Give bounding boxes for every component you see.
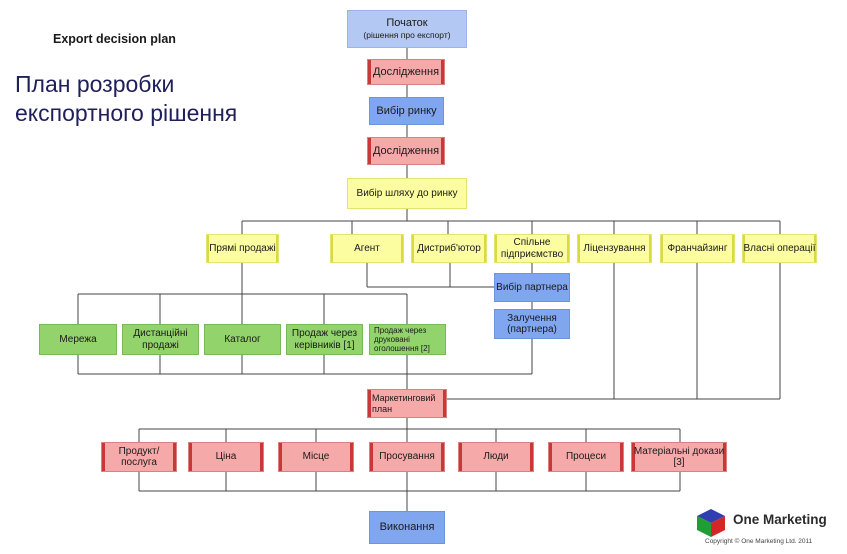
node-franchising: Франчайзинг xyxy=(660,234,735,263)
node-people: Люди xyxy=(458,442,534,472)
node-place: Місце xyxy=(278,442,354,472)
node-product: Продукт/ послуга xyxy=(101,442,177,472)
title-english: Export decision plan xyxy=(53,32,176,46)
logo-text: One Marketing xyxy=(733,512,827,527)
node-price: Ціна xyxy=(188,442,264,472)
node-research-1: Дослідження xyxy=(367,59,445,85)
node-physical-evidence: Матеріальні докази [3] xyxy=(631,442,727,472)
node-partner-choice: Вибір партнера xyxy=(494,273,570,302)
node-start-sublabel: (рішення про експорт) xyxy=(363,30,451,41)
node-market-choice: Вибір ринку xyxy=(369,97,444,125)
node-processes: Процеси xyxy=(548,442,624,472)
node-print-ads-sales: Продаж через друковані оголошення [2] xyxy=(369,324,446,355)
node-promotion: Просування xyxy=(369,442,445,472)
node-entry-path: Вибір шляху до ринку xyxy=(347,178,467,209)
node-managers-sales: Продаж через керівників [1] xyxy=(286,324,363,355)
node-partner-engagement: Залучення (партнера) xyxy=(494,309,570,339)
node-network: Мережа xyxy=(39,324,117,355)
node-own-operations: Власні операції xyxy=(742,234,817,263)
node-distributor: Дистриб'ютор xyxy=(411,234,487,263)
node-catalog: Каталог xyxy=(204,324,281,355)
rgb-cube-logo-icon xyxy=(697,509,725,537)
node-licensing: Ліцензування xyxy=(577,234,652,263)
node-agent: Агент xyxy=(330,234,404,263)
node-start: Початок (рішення про експорт) xyxy=(347,10,467,48)
node-execution: Виконання xyxy=(369,511,445,544)
node-start-label: Початок xyxy=(386,16,428,29)
node-direct-sales: Прямі продажі xyxy=(206,234,279,263)
copyright-text: Copyright © One Marketing Ltd. 2011 xyxy=(705,538,813,545)
title-ukrainian: План розробки експортного рішення xyxy=(15,71,238,126)
node-marketing-plan: Маркетинговий план xyxy=(367,389,447,418)
node-distance-sales: Дистанційні продажі xyxy=(122,324,199,355)
node-joint-venture: Спільне підприємство xyxy=(494,234,570,263)
node-research-2: Дослідження xyxy=(367,137,445,165)
